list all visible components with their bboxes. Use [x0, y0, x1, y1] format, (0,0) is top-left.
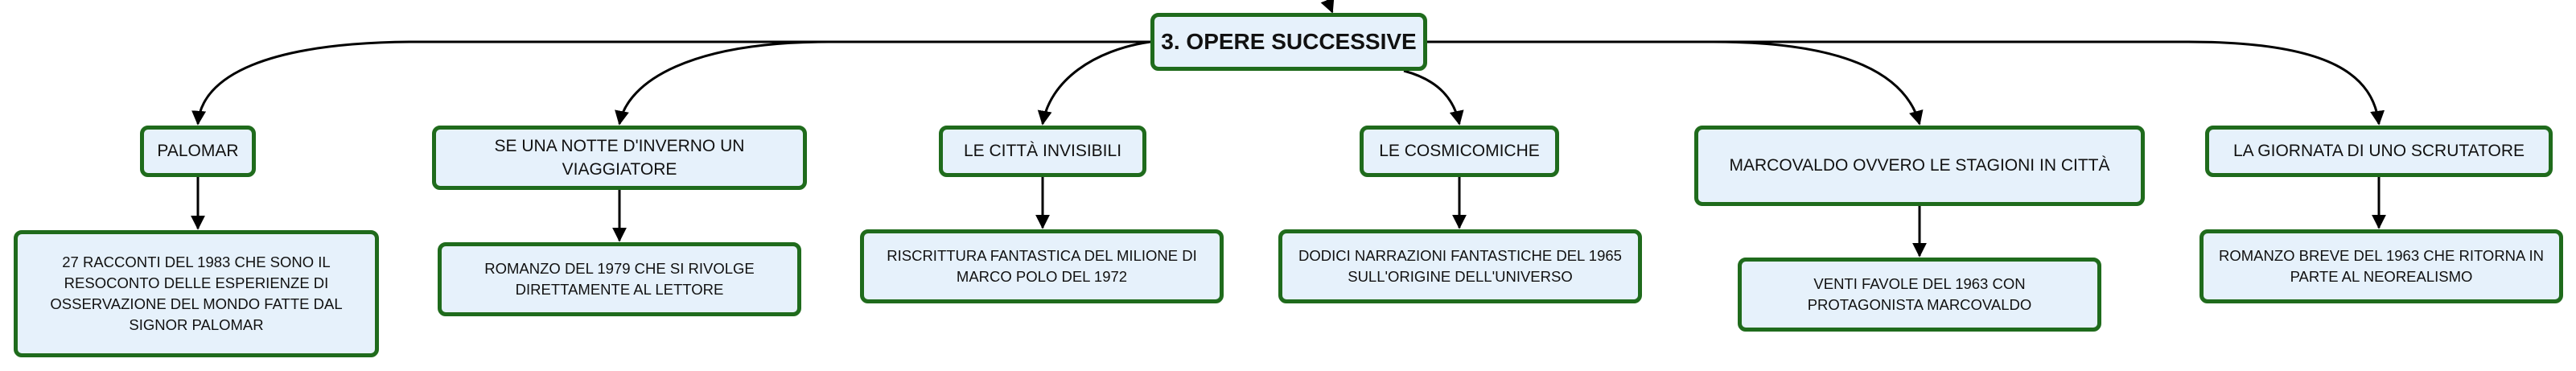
edge-root-giornata	[1427, 40, 2385, 126]
detail-node-citta-invisibili[interactable]: RISCRITTURA FANTASTICA DEL MILIONE DI MA…	[860, 229, 1224, 303]
topic-node-citta-invisibili[interactable]: LE CITTÀ INVISIBILI	[939, 126, 1146, 177]
detail-node-marcovaldo[interactable]: VENTI FAVOLE DEL 1963 CON PROTAGONISTA M…	[1738, 258, 2101, 332]
root-node[interactable]: 3. OPERE SUCCESSIVE	[1150, 13, 1427, 71]
detail-text: ROMANZO DEL 1979 CHE SI RIVOLGE DIRETTAM…	[484, 260, 755, 298]
detail-text: 27 RACCONTI DEL 1983 CHE SONO IL RESOCON…	[50, 254, 343, 333]
detail-text: DODICI NARRAZIONI FANTASTICHE DEL 1965 S…	[1298, 247, 1622, 285]
detail-text: VENTI FAVOLE DEL 1963 CON PROTAGONISTA M…	[1807, 275, 2032, 313]
topic-label: MARCOVALDO OVVERO LE STAGIONI IN CITTÀ	[1729, 156, 2110, 175]
detail-text: ROMANZO BREVE DEL 1963 CHE RITORNA IN PA…	[2218, 247, 2545, 285]
root-label: 3. OPERE SUCCESSIVE	[1161, 29, 1417, 55]
topic-label: LE COSMICOMICHE	[1379, 142, 1540, 161]
edge-root-marcovaldo	[1427, 40, 1924, 126]
detail-node-se-una-notte[interactable]: ROMANZO DEL 1979 CHE SI RIVOLGE DIRETTAM…	[438, 242, 801, 316]
topic-label: PALOMAR	[157, 142, 239, 161]
edge-root-citta-invisibili	[1037, 40, 1151, 126]
detail-node-giornata-scrutatore[interactable]: ROMANZO BREVE DEL 1963 CHE RITORNA IN PA…	[2199, 229, 2563, 303]
detail-text: RISCRITTURA FANTASTICA DEL MILIONE DI MA…	[887, 247, 1197, 285]
edge-root-se-una-notte	[615, 40, 1150, 126]
topic-node-palomar[interactable]: PALOMAR	[140, 126, 256, 177]
detail-node-palomar[interactable]: 27 RACCONTI DEL 1983 CHE SONO IL RESOCON…	[14, 230, 379, 357]
edge-root-cosmicomiche	[1403, 69, 1464, 126]
topic-label: LE CITTÀ INVISIBILI	[963, 142, 1122, 161]
topic-node-se-una-notte[interactable]: SE UNA NOTTE D'INVERNO UN VIAGGIATORE	[432, 126, 807, 190]
topic-label: LA GIORNATA DI UNO SCRUTATORE	[2232, 142, 2525, 161]
topic-node-cosmicomiche[interactable]: LE COSMICOMICHE	[1360, 126, 1559, 177]
detail-node-cosmicomiche[interactable]: DODICI NARRAZIONI FANTASTICHE DEL 1965 S…	[1278, 229, 1642, 303]
topic-node-marcovaldo[interactable]: MARCOVALDO OVVERO LE STAGIONI IN CITTÀ	[1694, 126, 2145, 206]
edge-root-palomar	[191, 40, 1150, 126]
topic-label: SE UNA NOTTE D'INVERNO UN VIAGGIATORE	[494, 136, 745, 179]
incoming-connector	[1320, 0, 1335, 14]
topic-node-giornata-scrutatore[interactable]: LA GIORNATA DI UNO SCRUTATORE	[2205, 126, 2553, 177]
